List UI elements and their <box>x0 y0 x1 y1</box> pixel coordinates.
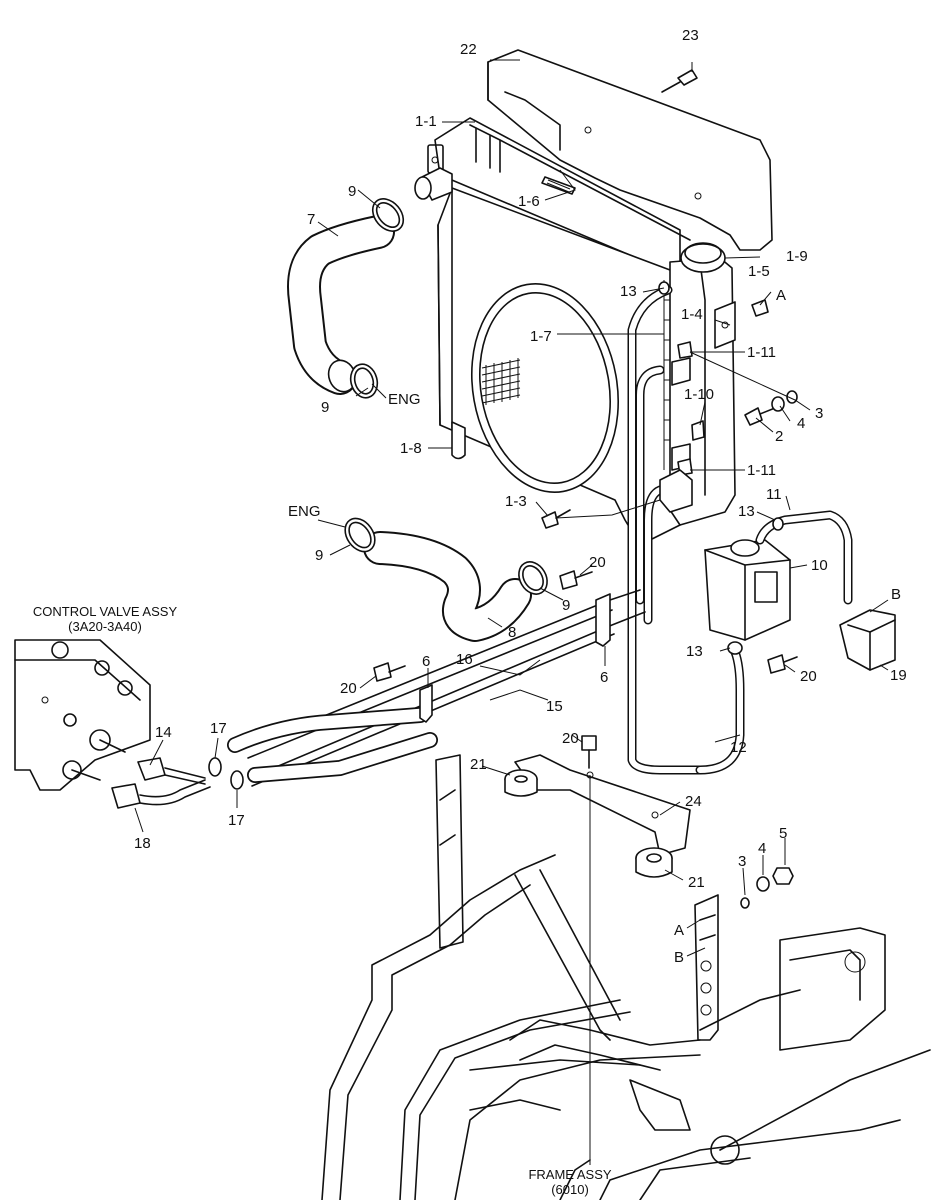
control-valve-title: CONTROL VALVE ASSY (3A20-3A40) <box>33 604 178 634</box>
hose-clips-17 <box>208 757 244 790</box>
callout-1-10: 1-10 <box>684 386 714 403</box>
callout-1-11-top: 1-11 <box>747 344 776 361</box>
frame-assy-title: FRAME ASSY (6010) <box>528 1167 611 1197</box>
callout-13-reservoir: 13 <box>738 503 755 520</box>
rubber-mounts-21 <box>504 769 673 878</box>
hose-clamps-9 <box>344 198 548 595</box>
callout-20-lower: 20 <box>562 730 579 747</box>
callout-22: 22 <box>460 41 477 58</box>
fasteners <box>373 69 798 909</box>
callout-9: 9 <box>348 183 356 200</box>
callout-1-5: 1-5 <box>748 263 770 280</box>
callout-6-right: 6 <box>600 669 608 686</box>
callout-13-lower: 13 <box>686 643 703 660</box>
callout-19: 19 <box>890 667 907 684</box>
callout-3-lower: 3 <box>738 853 746 870</box>
callout-9-upper-eng: 9 <box>321 399 329 416</box>
callout-eng-upper: ENG <box>388 391 421 408</box>
frame-title-line2: (6010) <box>551 1182 589 1197</box>
callout-4-lower: 4 <box>758 840 766 857</box>
lower-hose-8 <box>363 531 532 642</box>
control-valve-assembly <box>14 639 151 791</box>
callout-1-8: 1-8 <box>400 440 422 457</box>
frame-assembly <box>321 754 931 1200</box>
callout-14: 14 <box>155 724 172 741</box>
callout-13-top: 13 <box>620 283 637 300</box>
callout-6-left: 6 <box>422 653 430 670</box>
top-cover-22 <box>487 49 773 251</box>
fittings-14-18 <box>111 757 211 809</box>
callout-1-4: 1-4 <box>681 306 703 323</box>
callout-15: 15 <box>546 698 563 715</box>
oil-pipes-15-16 <box>227 589 646 787</box>
callout-11: 11 <box>766 486 782 503</box>
callout-a-top: A <box>776 287 786 304</box>
callout-1-1: 1-1 <box>415 113 437 130</box>
callout-9-hose-8: 9 <box>562 597 570 614</box>
callout-a-frame: A <box>674 922 684 939</box>
callout-1-6: 1-6 <box>518 193 540 210</box>
callout-8: 8 <box>508 624 516 641</box>
callout-20-upper: 20 <box>589 554 606 571</box>
callout-18: 18 <box>134 835 151 852</box>
callout-4-top: 4 <box>797 415 805 432</box>
callout-1-9: 1-9 <box>786 248 808 265</box>
callout-b-bracket: B <box>891 586 901 603</box>
callout-b-frame: B <box>674 949 684 966</box>
leader-lines <box>134 59 889 1165</box>
radiator-1-1 <box>414 117 691 546</box>
callout-eng-lower: ENG <box>288 503 321 520</box>
callout-24: 24 <box>685 793 702 810</box>
callout-23: 23 <box>682 27 699 44</box>
callout-9-lower-eng: 9 <box>315 547 323 564</box>
callout-21-upper: 21 <box>470 756 487 773</box>
callout-21-lower: 21 <box>688 874 705 891</box>
control-valve-title-line2: (3A20-3A40) <box>68 619 142 634</box>
callout-7: 7 <box>307 211 315 228</box>
callout-labels: 22 23 1-1 9 7 1-6 1-9 1-5 A 13 1-4 1-7 1… <box>134 27 907 966</box>
callout-1-7: 1-7 <box>530 328 552 345</box>
callout-20-left: 20 <box>340 680 357 697</box>
callout-16: 16 <box>456 651 473 668</box>
callout-17-upper: 17 <box>210 720 227 737</box>
callout-3-top: 3 <box>815 405 823 422</box>
reservoir-10 <box>695 510 853 775</box>
callout-10: 10 <box>811 557 828 574</box>
callout-2: 2 <box>775 428 783 445</box>
control-valve-title-line1: CONTROL VALVE ASSY <box>33 604 178 619</box>
callout-1-3: 1-3 <box>505 493 527 510</box>
mount-bracket-24 <box>514 754 691 1040</box>
frame-title-line1: FRAME ASSY <box>528 1167 611 1182</box>
side-tank <box>627 242 736 775</box>
callout-17-lower: 17 <box>228 812 245 829</box>
callout-5: 5 <box>779 825 787 842</box>
callout-1-11-bottom: 1-11 <box>747 462 776 479</box>
bracket-19 <box>839 609 896 671</box>
callout-12: 12 <box>730 739 747 756</box>
callout-20-reservoir: 20 <box>800 668 817 685</box>
upper-hose-7 <box>287 215 395 395</box>
